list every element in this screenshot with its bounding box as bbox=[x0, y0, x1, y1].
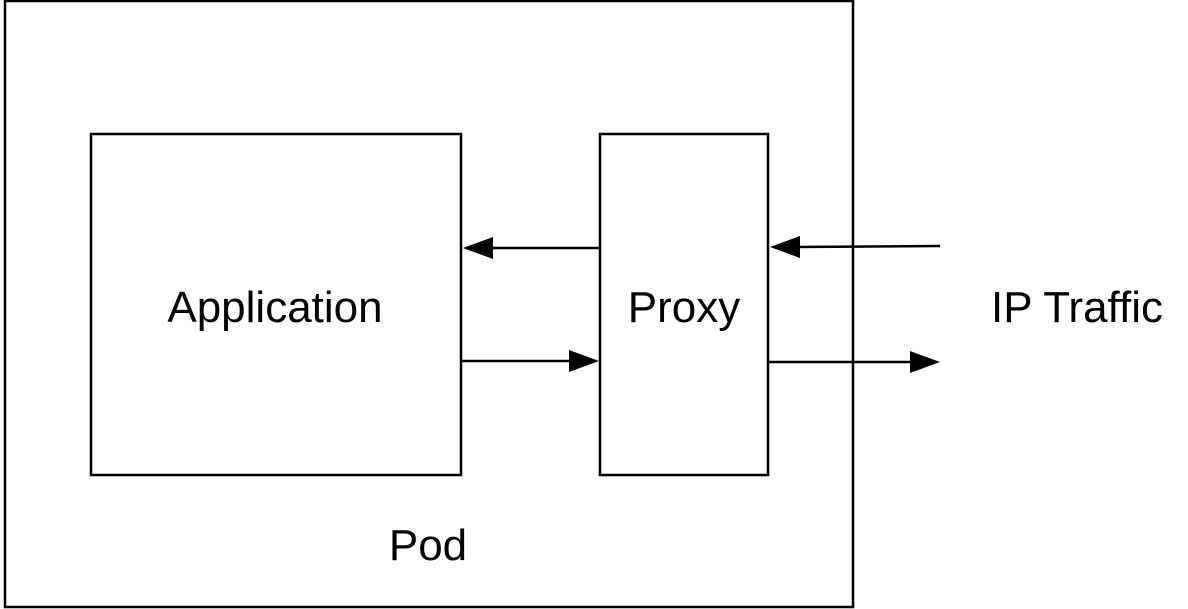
application-label: Application bbox=[167, 283, 382, 332]
arrow-ip-traffic-to-proxy-line bbox=[796, 244, 941, 249]
arrow-ip-traffic-to-proxy bbox=[770, 236, 941, 258]
arrow-application-to-proxy bbox=[461, 350, 599, 372]
pod-label: Pod bbox=[389, 521, 467, 570]
proxy-box bbox=[598, 132, 770, 477]
arrow-proxy-to-application-head bbox=[463, 237, 493, 259]
ip-traffic-label: IP Traffic bbox=[991, 283, 1163, 332]
arrow-proxy-to-ip-traffic bbox=[768, 351, 940, 373]
arrow-application-to-proxy-head bbox=[569, 350, 599, 372]
arrow-ip-traffic-to-proxy-head bbox=[770, 236, 800, 258]
arrow-proxy-to-application bbox=[463, 237, 600, 259]
arrow-proxy-to-ip-traffic-head bbox=[910, 351, 940, 373]
application-box bbox=[89, 132, 463, 477]
proxy-label: Proxy bbox=[628, 283, 740, 332]
